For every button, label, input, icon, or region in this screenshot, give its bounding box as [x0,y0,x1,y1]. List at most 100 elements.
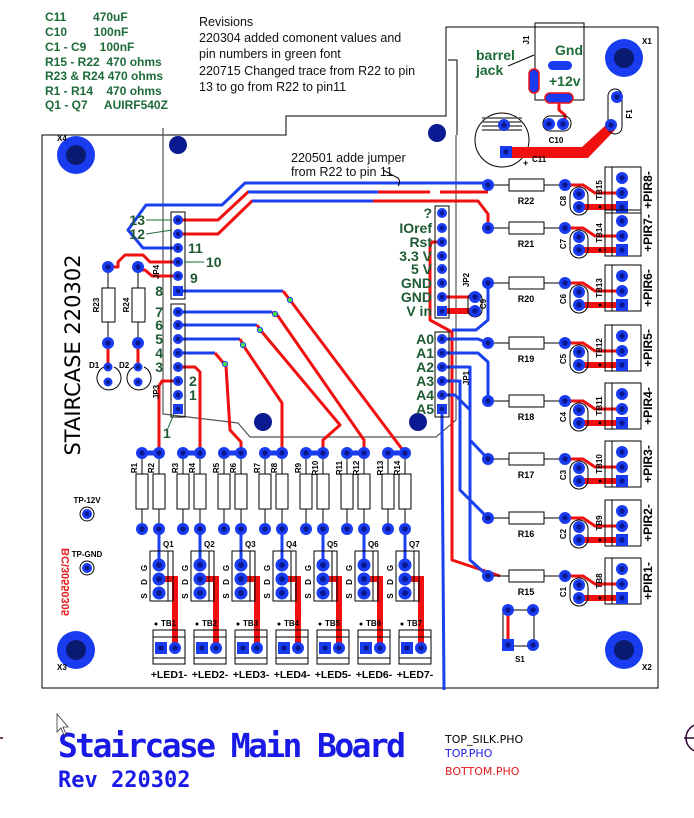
terminal-block-outline [357,629,391,665]
pad-drill [361,526,367,532]
terminal-block-label: TB8 [595,573,604,589]
barrel-label: barrel [476,47,515,63]
pad-drill [439,266,445,272]
pad-drill [385,450,391,456]
pad-drill [485,182,491,188]
pad-drill [576,247,582,253]
f1-label: F1 [625,109,634,119]
pad-drill [135,264,141,270]
pad-drill [439,308,445,314]
resistor-body [316,473,330,510]
pir-input-label: +PIR2- [641,504,655,542]
terminal-block-label: TB12 [595,338,604,358]
pad-drill [180,526,186,532]
jp3-pin-label: 2 [189,373,197,389]
jp3-pin1-label: 1 [163,425,171,441]
terminal-block-outline [275,629,309,665]
pad-drill [402,590,408,596]
d2-label: D2 [119,361,130,370]
registration-mark-icon [684,724,694,752]
jp1-pin-label: A4 [416,387,434,403]
pad-drill [485,456,491,462]
jp2-pin-label: 5 V [411,261,433,277]
jumper-note-leader [382,169,400,187]
pad-drill [439,364,445,370]
pad-drill [619,218,625,224]
pad-drill [485,340,491,346]
resistor-label: R1 [130,462,139,473]
terminal-block-label: TB7 [407,619,423,628]
pad-drill [439,210,445,216]
pad-drill [156,562,162,568]
mosfet-outline [231,550,256,602]
pad-drill [175,245,181,251]
pir-signal-trace [565,183,622,195]
led-output-label: +LED1- [151,669,188,681]
test-point-label: TP-GND [72,550,103,559]
pad-drill [619,247,625,253]
pin-letter: D [181,579,190,585]
pad-drill [562,573,568,579]
pad-drill [546,121,552,127]
pad-drill [576,362,582,368]
layer-top-silk: TOP_SILK.PHO [444,733,523,746]
pad-drill [501,122,507,128]
pad-drill [156,450,162,456]
pir-input-label: +PIR8- [641,171,655,209]
pad-drill [84,565,90,571]
s1-label: S1 [515,655,525,664]
resistor-body [275,473,289,510]
pin1-dot [154,622,158,626]
pin1-dot [598,248,602,252]
pad-drill [175,350,181,356]
trace-pin10-r23 [108,253,178,269]
pad-drill [619,362,625,368]
resistor-body [508,221,545,235]
terminal-block-outline [398,629,432,665]
trace-pin5-r8 [238,338,284,453]
capacitor-outline [569,186,589,216]
pir-input-label: +PIR5- [641,329,655,367]
test-point-label: TP-12V [73,496,101,505]
mosfet-label: Q2 [204,540,215,549]
mosfet-outline [190,550,215,602]
r24-label: R24 [122,297,131,312]
pin1-dot [598,596,602,600]
board-outline [41,26,659,689]
pad-drill [439,350,445,356]
v12-label: +12v [549,73,581,89]
resistor-label: R18 [518,412,535,422]
pad-drill [197,576,203,582]
pad-drill [279,526,285,532]
pad-drill [608,122,614,128]
board-inner-edge [448,59,458,135]
mosfet-label: Q4 [286,540,297,549]
pad-drill [199,645,205,651]
resistor-body [508,178,545,192]
pad-drill [135,364,141,370]
mosfet-outline [149,550,174,602]
via [239,341,247,349]
pad-drill [320,450,326,456]
pin-letter: S [222,593,231,599]
pad-drill [439,392,445,398]
led-output-label: +LED4- [274,669,311,681]
mosfet-label: Q7 [409,540,420,549]
value-line: C11 470uF [45,10,128,24]
mounting-hole-drill [66,145,86,165]
pad-drill [576,302,582,308]
jp3-pin-label: 6 [155,317,163,333]
pin1-dot [195,622,199,626]
pir-signal-trace [565,457,622,469]
pad-drill [158,645,164,651]
terminal-block-label: TB3 [243,619,259,628]
c10-outline [542,115,572,132]
trace-rst [428,240,501,578]
pad-drill [385,526,391,532]
pad-drill [439,336,445,342]
jp4-outline [170,211,186,300]
trace-a1-r18 [442,351,490,401]
pad-drill [439,378,445,384]
jp1-pin-label: A2 [416,359,434,375]
f1-outline [607,88,623,135]
